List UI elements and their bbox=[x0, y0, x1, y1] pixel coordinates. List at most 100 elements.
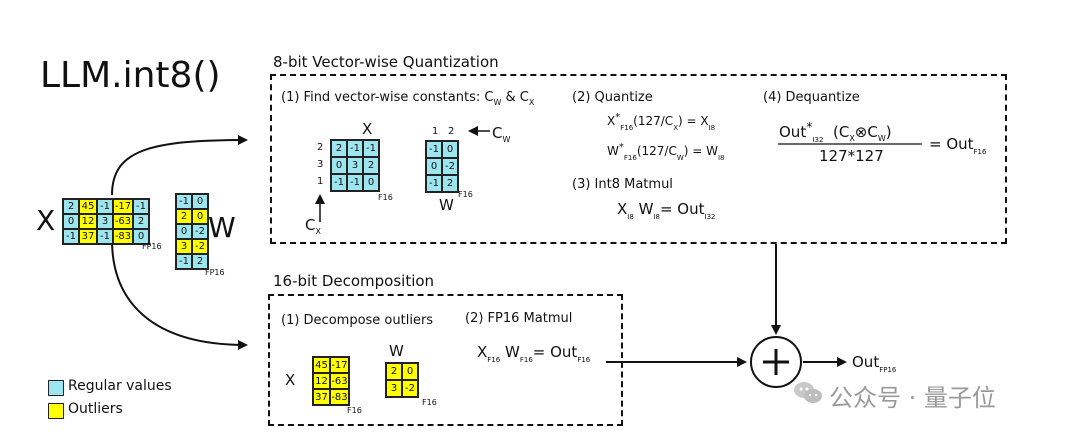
quant-col-idx-1: 2 bbox=[448, 126, 455, 137]
quant-step3-title: (3) Int8 Matmul bbox=[572, 177, 673, 192]
input-w-cell: 0 bbox=[176, 224, 192, 239]
input-w-cell: 2 bbox=[192, 254, 208, 269]
quant-x-cell: 3 bbox=[347, 157, 363, 174]
decomp-x-cell: 12 bbox=[313, 373, 330, 389]
input-x-cell: 45 bbox=[79, 199, 97, 214]
input-x-cell: -1 bbox=[97, 229, 113, 244]
cx-label: CX bbox=[305, 216, 321, 236]
decomp-step2: (2) FP16 Matmul bbox=[465, 311, 573, 326]
output-label: OutFP16 bbox=[852, 353, 897, 374]
input-x-cell: 0 bbox=[133, 229, 149, 244]
input-x-cell: -17 bbox=[113, 199, 133, 214]
decomp-x-cell: 37 bbox=[313, 389, 330, 405]
decomp-w-cell: 0 bbox=[402, 363, 418, 380]
decomposition-title: 16-bit Decomposition bbox=[273, 272, 435, 290]
decomp-x-fp16: F16 bbox=[347, 406, 362, 415]
legend-outlier-swatch bbox=[48, 403, 64, 419]
fp16-matmul-eq: XF16 WF16= OutF16 bbox=[477, 343, 591, 364]
quant-w-label: W bbox=[439, 196, 454, 214]
decomp-w-cell: 3 bbox=[386, 380, 402, 397]
quant-w-cell: -1 bbox=[426, 141, 442, 158]
watermark: 公众号 · 量子位 bbox=[829, 384, 996, 412]
quant-x-cell: 2 bbox=[331, 140, 347, 157]
input-w-cell: 2 bbox=[176, 209, 192, 224]
legend-outlier-label: Outliers bbox=[68, 401, 123, 417]
input-x-cell: 3 bbox=[97, 214, 113, 229]
watermark-icon bbox=[793, 380, 823, 406]
input-x-cell: -1 bbox=[63, 229, 79, 244]
quant-x-cell: -1 bbox=[363, 140, 379, 157]
quant-x-cell: -1 bbox=[347, 174, 363, 191]
quant-x-cell: 2 bbox=[363, 157, 379, 174]
decomp-x-cell: -63 bbox=[330, 373, 349, 389]
input-w-cell: -2 bbox=[192, 224, 208, 239]
input-x-cell: -1 bbox=[97, 199, 113, 214]
quant-step2-title: (2) Quantize bbox=[572, 90, 653, 105]
cw-label: CW bbox=[492, 124, 511, 144]
page-title: LLM.int8() bbox=[40, 55, 221, 96]
dequantize-result: = OutF16 bbox=[929, 135, 987, 156]
input-x-cell: 2 bbox=[133, 214, 149, 229]
int8-matmul-eq: XI8 WI8= OutI32 bbox=[617, 200, 716, 221]
input-w-fp16: FP16 bbox=[205, 268, 225, 277]
quant-col-idx-0: 1 bbox=[432, 126, 439, 137]
quantization-box bbox=[270, 74, 1007, 244]
input-w-cell: -2 bbox=[192, 239, 208, 254]
dequantize-numerator: Out*I32 (CX⊗CW) bbox=[779, 119, 892, 144]
input-x-label: X bbox=[36, 204, 56, 237]
decomp-x-cell: 45 bbox=[313, 357, 330, 373]
quantize-eq-w: W*F16(127/CW) = WI8 bbox=[607, 142, 725, 162]
quant-w-cell: 0 bbox=[442, 141, 458, 158]
input-x-cell: 2 bbox=[63, 199, 79, 214]
input-x-cell: -63 bbox=[113, 214, 133, 229]
quant-x-cell: 0 bbox=[331, 157, 347, 174]
dequantize-denominator: 127*127 bbox=[819, 147, 884, 165]
quant-w-fp16: F16 bbox=[458, 190, 473, 199]
input-x-cell: -1 bbox=[133, 199, 149, 214]
quant-x-cell: -1 bbox=[347, 140, 363, 157]
input-x-fp16: FP16 bbox=[142, 242, 162, 251]
quant-w-cell: 2 bbox=[442, 175, 458, 192]
decomp-w-cell: 2 bbox=[386, 363, 402, 380]
quant-step4-title: (4) Dequantize bbox=[763, 90, 860, 105]
input-w-cell: 0 bbox=[192, 194, 208, 209]
input-w-cell: 0 bbox=[192, 209, 208, 224]
input-x-cell: 12 bbox=[79, 214, 97, 229]
input-w-label: W bbox=[208, 211, 236, 244]
decomp-w-fp16: F16 bbox=[422, 398, 437, 407]
decomp-x-label: X bbox=[285, 371, 296, 389]
decomposition-box bbox=[268, 294, 623, 426]
legend-regular-label: Regular values bbox=[68, 378, 172, 394]
quant-x-label: X bbox=[362, 120, 373, 138]
quant-x-fp16: F16 bbox=[378, 193, 393, 202]
quant-x-cell: 0 bbox=[363, 174, 379, 191]
input-w-cell: 3 bbox=[176, 239, 192, 254]
input-w-cell: -1 bbox=[176, 254, 192, 269]
arrow-to-decomposition bbox=[111, 239, 248, 350]
input-w-cell: -1 bbox=[176, 194, 192, 209]
decomp-step1: (1) Decompose outliers bbox=[281, 313, 434, 328]
quantization-title: 8-bit Vector-wise Quantization bbox=[273, 53, 499, 71]
decomp-w-label: W bbox=[389, 342, 404, 360]
input-x-cell: -83 bbox=[113, 229, 133, 244]
input-x-cell: 0 bbox=[63, 214, 79, 229]
quant-step1: (1) Find vector-wise constants: CW & CX bbox=[281, 90, 535, 107]
quant-w-cell: -2 bbox=[442, 158, 458, 175]
quant-w-cell: -1 bbox=[426, 175, 442, 192]
arrow-to-quantization bbox=[111, 135, 248, 196]
decomp-w-cell: -2 bbox=[402, 380, 418, 397]
quant-w-cell: 0 bbox=[426, 158, 442, 175]
quant-x-cell: -1 bbox=[331, 174, 347, 191]
quant-row-idx-1: 3 bbox=[317, 159, 324, 170]
input-x-cell: 37 bbox=[79, 229, 97, 244]
quant-row-idx-0: 2 bbox=[317, 142, 324, 153]
quantize-eq-x: X*F16(127/CX) = XI8 bbox=[607, 112, 716, 132]
decomp-x-cell: -83 bbox=[330, 389, 349, 405]
